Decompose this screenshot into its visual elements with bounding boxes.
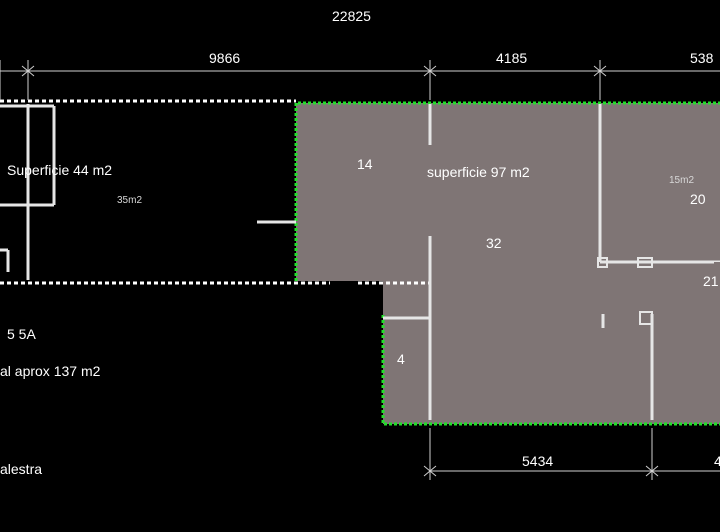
wall-pillars bbox=[597, 257, 653, 325]
arrow-4b bbox=[423, 465, 437, 477]
left-unit-boundary bbox=[0, 99, 430, 285]
arrow-2b bbox=[423, 65, 437, 77]
outline-bottom bbox=[381, 315, 720, 426]
room-fills bbox=[296, 103, 720, 424]
main-room-fill bbox=[296, 103, 720, 424]
pillar-2 bbox=[637, 257, 653, 268]
arrow-5b bbox=[645, 465, 659, 477]
plan-room-21-edge bbox=[714, 262, 720, 422]
arrow-3b bbox=[593, 65, 607, 77]
dim-bottom-mid: 5434 bbox=[522, 453, 554, 469]
walls bbox=[0, 104, 720, 420]
dim-right-span: 538 bbox=[690, 50, 714, 66]
label-room-14: 14 bbox=[357, 156, 373, 172]
dim-mid-span: 4185 bbox=[496, 50, 528, 66]
label-left-area-small: 35m2 bbox=[117, 195, 143, 206]
outline-top bbox=[294, 101, 720, 281]
label-room-32: 32 bbox=[486, 235, 502, 251]
arrow-1b bbox=[21, 65, 35, 77]
note-line-1: 5 5A bbox=[7, 326, 36, 342]
label-room-20-small: 15m2 bbox=[669, 175, 695, 186]
label-room-21: 21 bbox=[703, 273, 719, 289]
note-line-2: al aprox 137 m2 bbox=[0, 363, 101, 379]
pillar-1 bbox=[597, 257, 608, 268]
note-line-3: alestra bbox=[0, 461, 43, 477]
dim-total: 22825 bbox=[332, 8, 371, 24]
label-left-area: Superficie 44 m2 bbox=[7, 162, 113, 178]
dim-bottom-right: 4 bbox=[714, 453, 720, 469]
dimension-arrows bbox=[21, 65, 659, 477]
label-room-20: 20 bbox=[690, 191, 706, 207]
label-room-4: 4 bbox=[397, 351, 405, 367]
dim-left-span: 9866 bbox=[209, 50, 241, 66]
pillar-3 bbox=[639, 311, 653, 325]
label-main-area: superficie 97 m2 bbox=[427, 164, 530, 180]
green-outline bbox=[294, 101, 720, 426]
